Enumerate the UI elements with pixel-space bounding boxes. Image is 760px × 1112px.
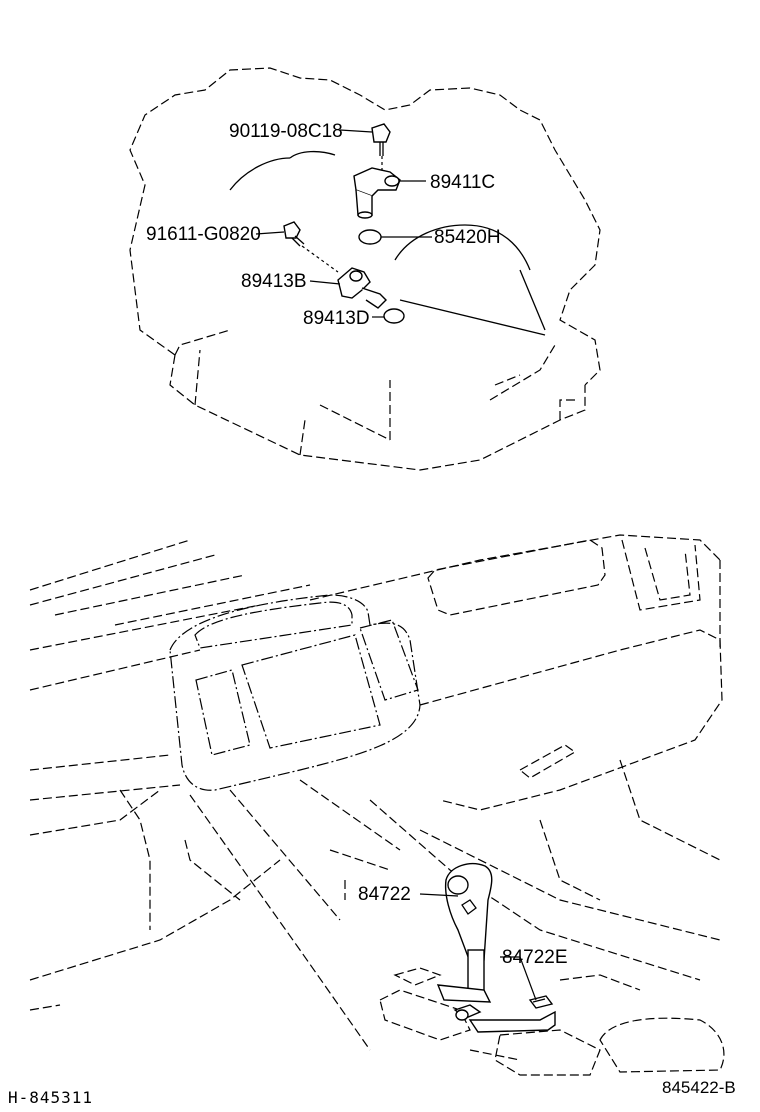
upper-leader-lines xyxy=(255,129,432,318)
transmission-housing-outline xyxy=(129,67,601,471)
speed-sensor-89411c-icon xyxy=(353,167,401,219)
label-91611-g0820: 91611-G0820 xyxy=(146,224,261,245)
dashboard-outline xyxy=(29,534,725,1076)
figure-code-right: 845422-B xyxy=(662,1078,736,1097)
label-84722e: 84722E xyxy=(502,947,568,968)
switch-84722e-icon xyxy=(528,995,554,1009)
label-90119-08c18: 90119-08C18 xyxy=(229,121,343,142)
oring-85420h-icon xyxy=(358,229,382,245)
label-89413b: 89413B xyxy=(241,271,307,292)
label-89413d: 89413D xyxy=(303,308,370,329)
sensor-89413b-icon xyxy=(337,267,387,309)
label-89411c: 89411C xyxy=(430,172,495,193)
bolt-91611-icon xyxy=(283,221,339,273)
oring-89413d-icon xyxy=(383,308,405,324)
shift-knob-84722-icon xyxy=(436,862,556,1033)
lower-leader-lines xyxy=(419,893,537,1001)
figure-code-left: H-845311 xyxy=(8,1088,93,1107)
label-85420h: 85420H xyxy=(434,227,501,248)
label-84722: 84722 xyxy=(358,884,411,905)
bolt-90119-icon xyxy=(371,123,391,170)
